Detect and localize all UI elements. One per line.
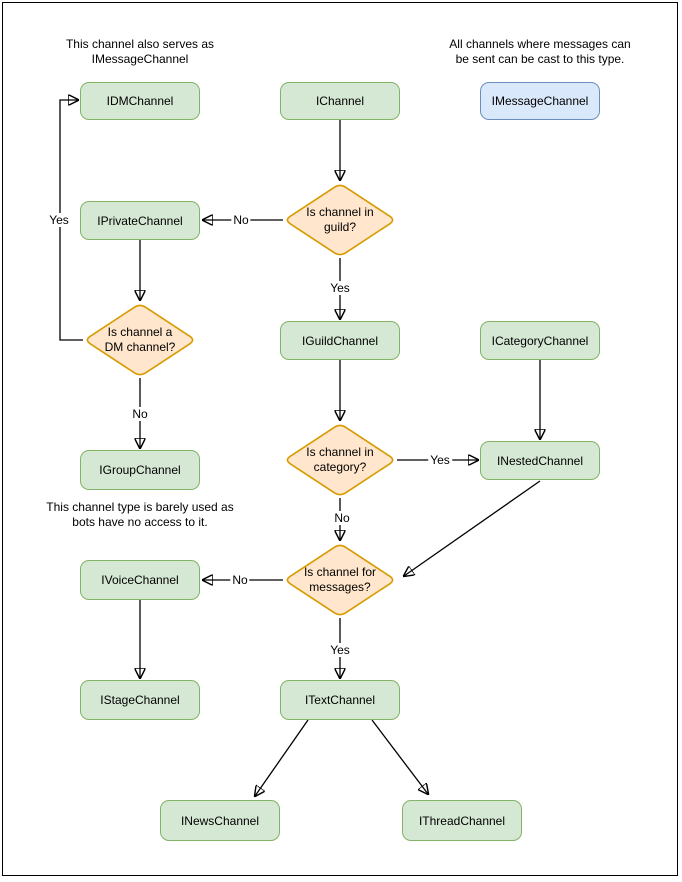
edge-label-category-yes: Yes xyxy=(428,453,452,467)
diamond-shape xyxy=(86,304,194,376)
edge-itextchannel-to-inewschannel xyxy=(255,719,309,796)
edge-label-guild-yes: Yes xyxy=(328,281,352,295)
edge-label-category-no: No xyxy=(332,511,352,525)
edge-label-dm-no: No xyxy=(130,407,150,421)
edge-label-guild-no: No xyxy=(231,213,251,227)
node-idmchannel: IDMChannel xyxy=(80,82,200,120)
node-igroupchannel-label: IGroupChannel xyxy=(99,463,181,477)
note-igroupchannel-barely-used: This channel type is barely used as bots… xyxy=(46,500,234,529)
decision-is-channel-a-dm: Is channel a DM channel? xyxy=(83,302,197,378)
node-imessagechannel: IMessageChannel xyxy=(480,82,600,120)
node-istagechannel: IStageChannel xyxy=(80,680,200,720)
edge-inestedchannel-to-messages-decision xyxy=(404,480,541,576)
edge-label-dm-yes: Yes xyxy=(47,213,71,227)
decision-is-channel-for-messages-label: Is channel for messages? xyxy=(303,565,377,594)
node-icategorychannel-label: ICategoryChannel xyxy=(491,333,589,348)
node-imessagechannel-label: IMessageChannel xyxy=(491,94,589,108)
note-imessagechannel-cast: All channels where messages can be sent … xyxy=(449,37,631,66)
node-iguildchannel: IGuildChannel xyxy=(280,321,400,360)
node-ichannel-label: IChannel xyxy=(315,94,365,108)
node-inewschannel: INewsChannel xyxy=(160,800,280,841)
node-inestedchannel: INestedChannel xyxy=(480,441,600,480)
decision-is-channel-in-category: Is channel in category? xyxy=(283,422,397,498)
node-icategorychannel: ICategoryChannel xyxy=(480,321,600,360)
decision-is-channel-in-guild-label: Is channel in guild? xyxy=(306,205,374,234)
node-istagechannel-label: IStageChannel xyxy=(100,693,180,707)
node-iprivatechannel-label: IPrivateChannel xyxy=(97,213,183,228)
node-ichannel: IChannel xyxy=(280,82,400,120)
decision-is-channel-for-messages: Is channel for messages? xyxy=(283,542,397,618)
edge-label-messages-yes: Yes xyxy=(328,643,352,657)
diamond-shape xyxy=(286,184,394,256)
note-dm-serves-imessagechannel: This channel also serves as IMessageChan… xyxy=(65,37,215,66)
node-ithreadchannel-label: IThreadChannel xyxy=(418,813,506,828)
decision-is-channel-in-guild: Is channel in guild? xyxy=(283,182,397,258)
node-idmchannel-label: IDMChannel xyxy=(106,94,174,108)
edge-itextchannel-to-ithreadchannel xyxy=(371,719,428,794)
decision-is-channel-a-dm-label: Is channel a DM channel? xyxy=(104,325,176,354)
edge-label-messages-no: No xyxy=(230,573,250,587)
node-itextchannel: ITextChannel xyxy=(280,680,400,720)
decision-is-channel-in-category-label: Is channel in category? xyxy=(306,445,374,474)
node-inewschannel-label: INewsChannel xyxy=(180,813,260,828)
diamond-shape xyxy=(286,424,394,496)
node-iguildchannel-label: IGuildChannel xyxy=(301,333,379,348)
node-ivoicechannel-label: IVoiceChannel xyxy=(101,573,179,587)
node-ivoicechannel: IVoiceChannel xyxy=(80,560,200,600)
node-ithreadchannel: IThreadChannel xyxy=(402,800,522,841)
node-igroupchannel: IGroupChannel xyxy=(80,450,200,490)
node-itextchannel-label: ITextChannel xyxy=(304,693,376,707)
diamond-shape xyxy=(286,544,394,616)
node-inestedchannel-label: INestedChannel xyxy=(496,453,584,468)
node-iprivatechannel: IPrivateChannel xyxy=(80,201,200,240)
